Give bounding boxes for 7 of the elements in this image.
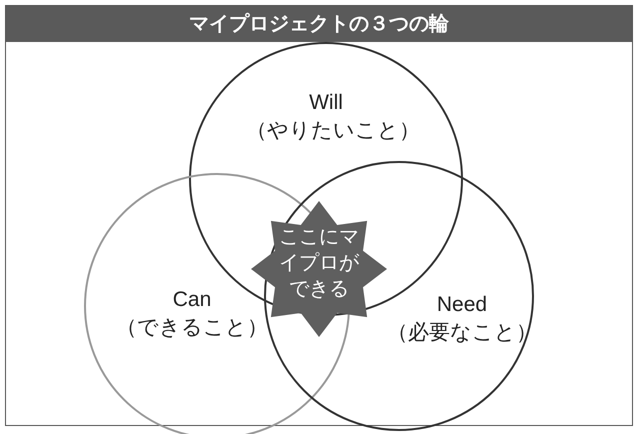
title-bar: マイプロジェクトの３つの輪 <box>6 6 632 42</box>
star-shape <box>251 201 387 337</box>
star-label: ここにマイプロができる <box>278 225 360 302</box>
circle-label: Can （できること） <box>115 287 269 341</box>
venn-circle <box>264 161 534 431</box>
circle-label: Need （必要なこと） <box>387 292 537 346</box>
circle-label: Will （やりたいこと） <box>246 90 406 144</box>
